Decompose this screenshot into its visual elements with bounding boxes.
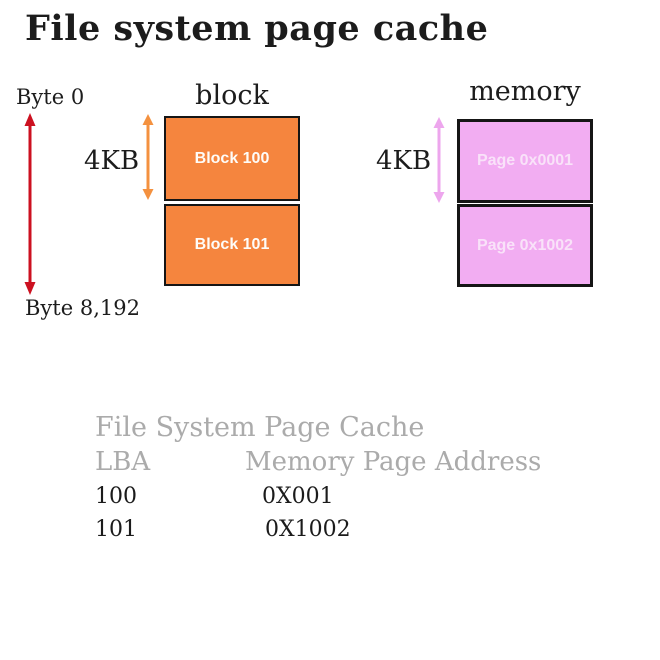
byte-range-arrow xyxy=(24,113,36,295)
mapping-table-header-lba: LBA xyxy=(95,447,151,477)
memory-page-0x0001: Page 0x0001 xyxy=(457,119,593,203)
disk-block-101: Block 101 xyxy=(164,204,300,286)
block-column-heading: block xyxy=(195,80,269,111)
disk-4kb-arrow xyxy=(142,114,154,200)
memory-column-heading: memory xyxy=(469,76,581,107)
page-title: File system page cache xyxy=(25,8,489,49)
mapping-row-address-0x1002: 0X1002 xyxy=(265,517,351,542)
mapping-table-title: File System Page Cache xyxy=(95,412,425,443)
mapping-row-lba-101: 101 xyxy=(95,517,137,542)
mapping-table-header-memory-page-address: Memory Page Address xyxy=(245,447,542,477)
disk-size-label: 4KB xyxy=(84,146,140,176)
memory-page-0x0001-label: Page 0x0001 xyxy=(476,152,574,169)
disk-block-100-label: Block 100 xyxy=(194,149,270,167)
byte-start-label: Byte 0 xyxy=(16,85,85,109)
mapping-row-lba-100: 100 xyxy=(95,484,137,509)
byte-end-label: Byte 8,192 xyxy=(25,296,140,320)
mapping-row-address-0x001: 0X001 xyxy=(262,484,334,509)
memory-page-0x1002-label: Page 0x1002 xyxy=(476,236,574,254)
memory-size-label: 4KB xyxy=(376,146,432,176)
disk-block-100: Block 100 xyxy=(164,116,300,201)
disk-block-101-label: Block 101 xyxy=(194,236,270,253)
memory-4kb-arrow xyxy=(433,117,445,203)
memory-page-0x1002: Page 0x1002 xyxy=(457,204,593,287)
